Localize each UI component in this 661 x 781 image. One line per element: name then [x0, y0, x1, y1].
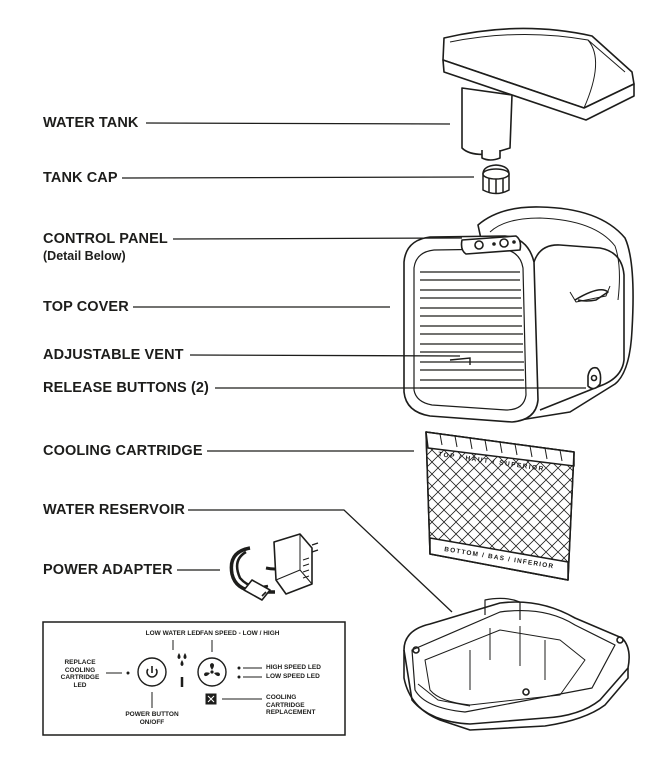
label-control-panel-note: (Detail Below): [43, 249, 126, 263]
label-tank-cap: TANK CAP: [43, 170, 118, 186]
water-reservoir-illustration: [403, 597, 630, 731]
label-low-water-led: LOW WATER LED: [145, 630, 201, 637]
cartridge-icon: [205, 693, 217, 705]
water-drop-icon: [177, 653, 187, 666]
label-control-panel: CONTROL PANEL: [43, 231, 168, 247]
label-top-cover: TOP COVER: [43, 299, 129, 315]
label-cooling-cartridge: COOLING CARTRIDGE: [43, 443, 203, 459]
label-replace-cartridge-led: REPLACE COOLING CARTRIDGE LED: [60, 659, 100, 689]
label-adjustable-vent: ADJUSTABLE VENT: [43, 347, 184, 363]
fan-button-outline: [197, 657, 227, 687]
detail-frame: [42, 621, 346, 736]
adjustable-vent-illustration: [420, 271, 524, 389]
label-fan-speed: FAN SPEED - LOW / HIGH: [200, 630, 280, 637]
cooling-cartridge-illustration: [425, 431, 575, 581]
power-icon: [146, 666, 158, 678]
leader-lines: [121, 122, 586, 613]
label-power-button: POWER BUTTON ON/OFF: [125, 711, 179, 726]
label-cartridge-replacement: COOLING CARTRIDGE REPLACEMENT: [266, 694, 316, 716]
label-high-speed-led: HIGH SPEED LED: [266, 664, 321, 671]
label-water-tank: WATER TANK: [43, 115, 139, 131]
fan-icon: [204, 663, 220, 677]
tank-cap-illustration: [482, 164, 510, 195]
cooler-body-illustration: [403, 206, 634, 423]
label-water-reservoir: WATER RESERVOIR: [43, 502, 185, 518]
power-adapter-illustration: [229, 533, 319, 601]
control-panel-detail: [42, 621, 346, 736]
power-button-outline: [137, 657, 167, 687]
water-tank-illustration: [442, 27, 635, 161]
label-power-adapter: POWER ADAPTER: [43, 562, 173, 578]
label-release-buttons: RELEASE BUTTONS (2): [43, 380, 209, 396]
label-low-speed-led: LOW SPEED LED: [266, 673, 320, 680]
